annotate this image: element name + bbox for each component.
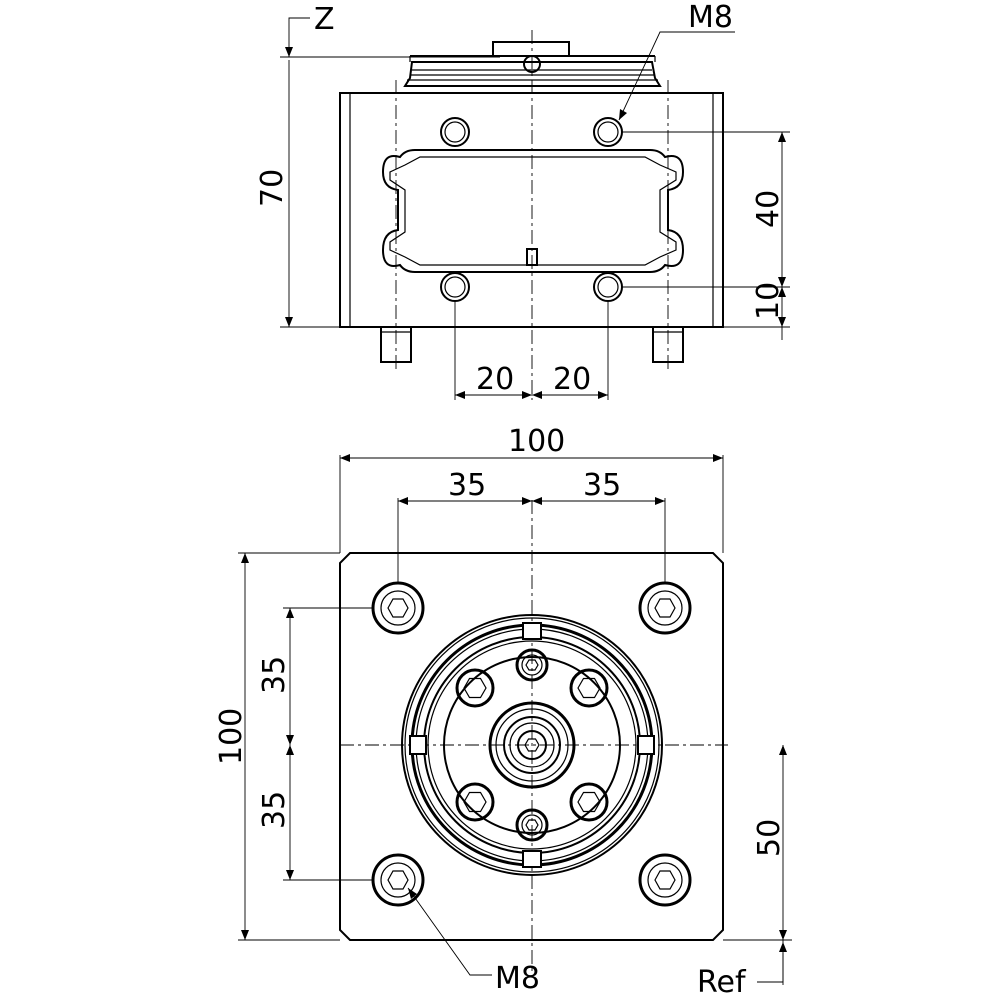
dim-70-label: 70 <box>255 169 290 207</box>
bottom-dims: 20 20 <box>454 302 609 400</box>
dim-40-label: 40 <box>751 190 786 228</box>
dim-70: 70 <box>255 60 340 328</box>
dim-35-vertical: 35 35 <box>257 607 373 881</box>
dim-10-label: 10 <box>751 282 786 320</box>
side-body <box>339 92 724 328</box>
dim-35-upper-label: 35 <box>257 656 292 694</box>
dim-35-horizontal: 35 35 <box>397 468 666 583</box>
dim-50: 50 <box>723 745 792 985</box>
side-holes <box>440 117 623 302</box>
top-clamp <box>403 41 662 87</box>
top-m8-label: M8 <box>495 961 540 996</box>
right-dims: 40 10 <box>622 131 790 340</box>
dim-50-label: 50 <box>752 819 787 857</box>
dim-35-left-label: 35 <box>448 468 486 503</box>
dim-35-right-label: 35 <box>583 468 621 503</box>
ref-leader: Ref <box>697 942 787 1000</box>
side-window <box>381 149 685 273</box>
dim-height-100: 100 <box>214 552 340 941</box>
zero-point-chuck <box>401 614 663 876</box>
base-plate <box>339 552 724 941</box>
dim-20-right-label: 20 <box>553 362 591 397</box>
dim-20-left-label: 20 <box>476 362 514 397</box>
ref-label: Ref <box>697 965 747 1000</box>
dim-width-100-label: 100 <box>508 424 565 459</box>
z-reference: Z <box>280 2 500 58</box>
top-m8-leader: M8 <box>407 887 540 996</box>
side-view: Z 70 M8 40 10 <box>255 0 790 400</box>
top-view: 100 35 35 100 <box>214 424 792 1000</box>
dim-height-100-label: 100 <box>214 708 249 765</box>
side-m8-leader: M8 <box>618 0 735 121</box>
side-m8-label: M8 <box>688 0 733 35</box>
dim-35-lower-label: 35 <box>257 791 292 829</box>
z-label: Z <box>314 2 335 37</box>
dim-width-100: 100 <box>339 424 724 553</box>
